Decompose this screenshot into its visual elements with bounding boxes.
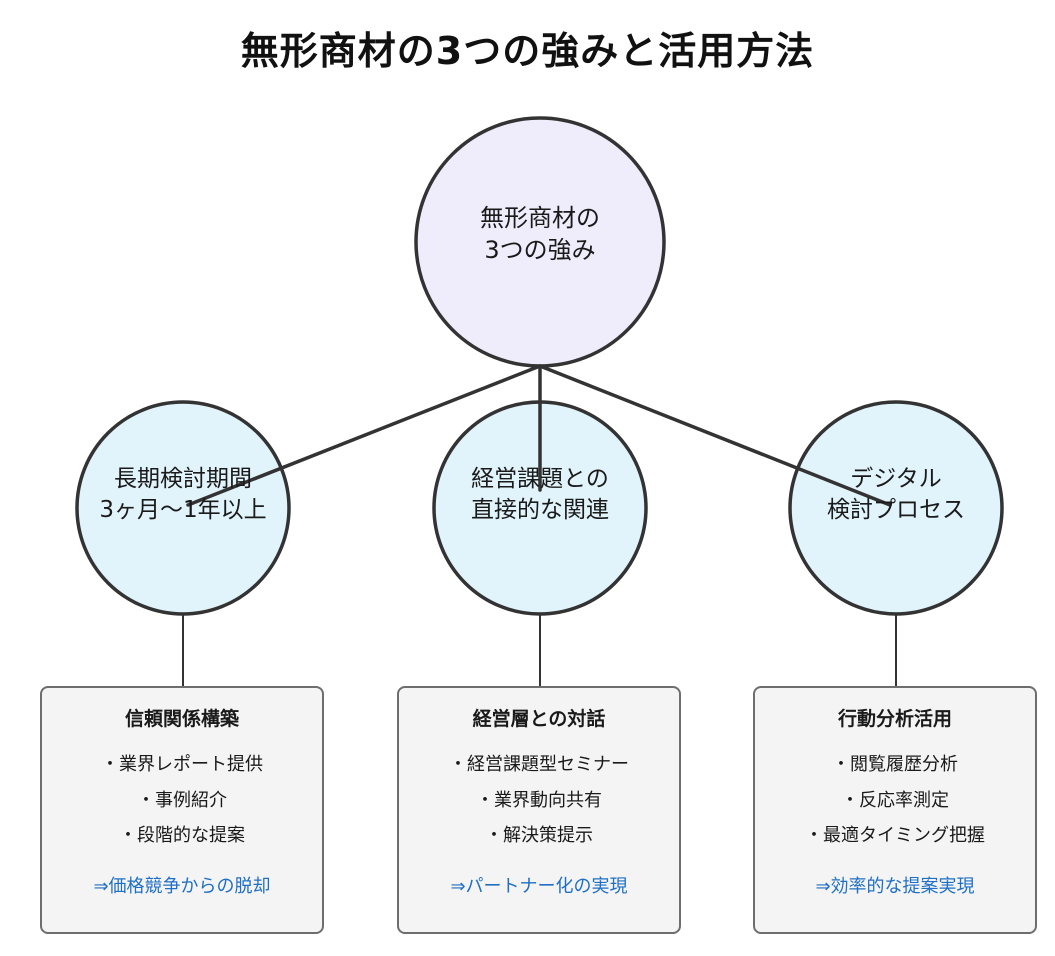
card-item: ・業界レポート提供 (101, 754, 263, 775)
branch-node-digital-process: デジタル 検討プロセス (789, 464, 1003, 526)
card-item: ・閲覧履歴分析 (832, 754, 958, 775)
branch-circle-left (75, 400, 291, 616)
card-result: ⇒効率的な提案実現 (815, 875, 975, 897)
branch-node-long-review: 長期検討期間 3ヶ月〜1年以上 (76, 464, 290, 526)
card-item-list: ・業界レポート提供 ・事例紹介 ・段階的な提案 (42, 747, 322, 854)
branch-node-line2: 直接的な関連 (471, 497, 609, 524)
branch-node-management-link: 経営課題との 直接的な関連 (433, 464, 647, 526)
card-executive-dialogue: 経営層との対話 ・経営課題型セミナー ・業界動向共有 ・解決策提示 ⇒パートナー… (397, 686, 681, 934)
card-result: ⇒パートナー化の実現 (450, 875, 628, 897)
card-item: ・段階的な提案 (119, 825, 245, 846)
center-node-line2: 3つの強み (484, 236, 596, 265)
card-item: ・解決策提示 (485, 825, 593, 846)
branch-node-line2: 3ヶ月〜1年以上 (99, 497, 267, 524)
card-item-list: ・経営課題型セミナー ・業界動向共有 ・解決策提示 (399, 747, 679, 854)
card-item: ・事例紹介 (137, 789, 227, 811)
branch-circle-right (788, 400, 1004, 616)
card-title: 経営層との対話 (472, 708, 606, 730)
card-item: ・経営課題型セミナー (449, 754, 629, 775)
card-trust-building: 信頼関係構築 ・業界レポート提供 ・事例紹介 ・段階的な提案 ⇒価格競争からの脱… (40, 686, 324, 934)
branch-node-line2: 検討プロセス (827, 497, 965, 524)
connector-center-left (186, 364, 542, 507)
branch-node-line1: 長期検討期間 (114, 466, 252, 492)
connector-center-right (538, 364, 892, 507)
card-title: 信頼関係構築 (124, 708, 239, 730)
branch-node-line1: 経営課題との (471, 466, 609, 492)
branch-node-line1: デジタル (850, 466, 942, 492)
center-node: 無形商材の 3つの強み (415, 202, 665, 267)
diagram-title: 無形商材の3つの強みと活用方法 (240, 29, 815, 73)
card-title: 行動分析活用 (837, 708, 952, 730)
card-item: ・反応率測定 (841, 789, 949, 811)
card-result: ⇒価格競争からの脱却 (93, 875, 271, 897)
card-item: ・最適タイミング把握 (805, 825, 985, 846)
center-node-line1: 無形商材の (480, 204, 600, 232)
card-item: ・業界動向共有 (476, 789, 602, 811)
card-item-list: ・閲覧履歴分析 ・反応率測定 ・最適タイミング把握 (755, 747, 1035, 854)
card-behavior-analysis: 行動分析活用 ・閲覧履歴分析 ・反応率測定 ・最適タイミング把握 ⇒効率的な提案… (753, 686, 1037, 934)
